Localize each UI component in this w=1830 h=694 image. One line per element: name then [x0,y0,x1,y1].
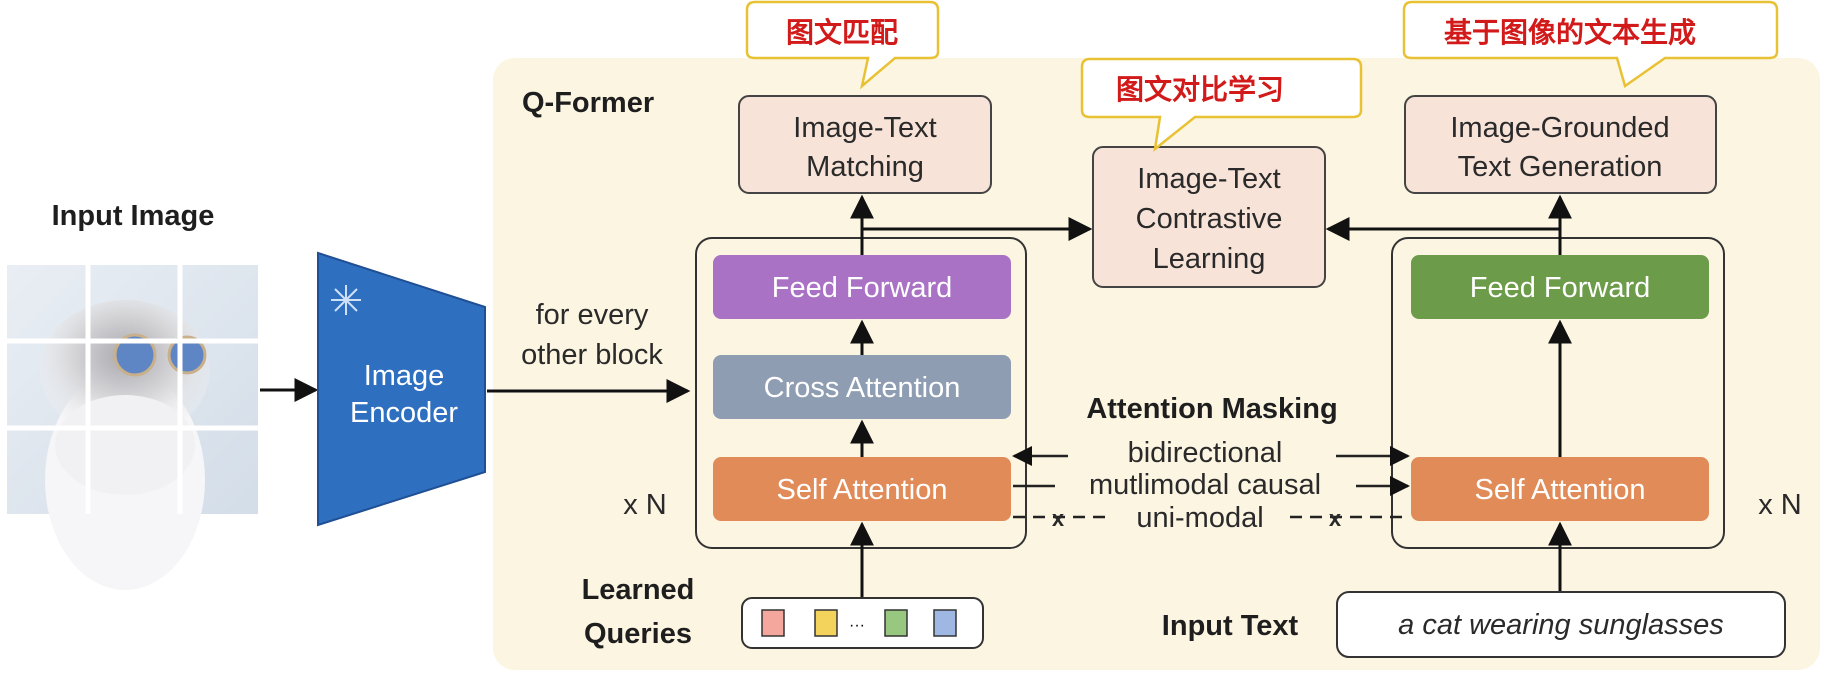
itg-box [1404,95,1717,194]
learned-queries-line1: Learned [582,574,695,606]
input-image [7,265,258,590]
attention-masking-title: Attention Masking [1086,393,1337,425]
callout-itc [1080,57,1363,152]
learned-queries-box [741,597,984,649]
blocked-mark-left: x [1052,506,1065,531]
mask-uni-modal: uni-modal [1136,502,1263,534]
query-token [761,609,785,637]
mask-bidirectional: bidirectional [1128,437,1283,469]
self-attention-left [713,457,1011,521]
callout-itm-text: 图文匹配 [786,16,898,49]
input-text-box [1336,591,1786,658]
mask-multimodal-causal: mutlimodal causal [1089,469,1321,501]
input-text-label: Input Text [1162,610,1299,642]
cross-link-label-line1: for every [536,299,649,331]
qformer-title: Q-Former [522,87,654,119]
itm-box [738,95,992,194]
repeat-right: x N [1758,489,1802,521]
callout-itg-text: 基于图像的文本生成 [1444,16,1696,49]
cross-attention [713,355,1011,419]
cross-link-label-line2: other block [521,339,663,371]
itc-line2: Contrastive [1136,203,1283,235]
query-token [814,609,838,637]
query-token [884,609,908,637]
itg-line2: Text Generation [1458,151,1663,183]
itm-line1: Image-Text [793,112,936,144]
itc-box [1092,146,1326,288]
repeat-left: x N [623,489,667,521]
query-token [933,609,957,637]
self-attention-right [1411,457,1709,521]
input-image-label: Input Image [52,200,215,232]
itm-line2: Matching [806,151,924,183]
self-attention-right-label: Self Attention [1475,474,1646,506]
encoder-label-line2: Encoder [350,397,458,429]
snowflake-icon [331,285,361,315]
text-transformer-block [1391,237,1725,549]
learned-queries-line2: Queries [584,618,692,650]
input-text-value: a cat wearing sunglasses [1398,609,1724,641]
blocked-mark-right: x [1329,506,1342,531]
sunglasses-lens-icon [113,333,157,377]
itc-line1: Image-Text [1137,163,1280,195]
query-ellipsis: ··· [849,617,865,634]
feed-forward-right [1411,255,1709,319]
image-encoder [317,251,486,527]
callout-itc-text: 图文对比学习 [1116,73,1284,106]
callout-itm [745,0,940,90]
encoder-label-line1: Image [364,360,445,392]
itg-line1: Image-Grounded [1450,112,1669,144]
feed-forward-left-label: Feed Forward [772,272,953,304]
feed-forward-right-label: Feed Forward [1470,272,1651,304]
cross-attention-label: Cross Attention [764,372,961,404]
itc-line3: Learning [1153,243,1266,275]
callout-itg [1402,0,1779,89]
self-attention-left-label: Self Attention [777,474,948,506]
feed-forward-left [713,255,1011,319]
